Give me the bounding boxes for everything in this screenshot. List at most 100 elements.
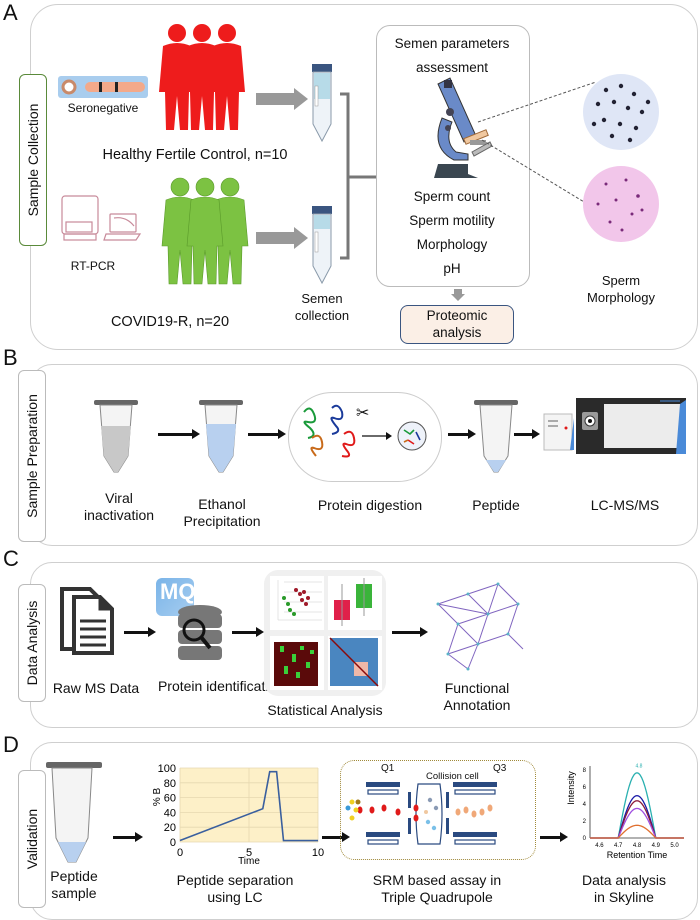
q1-label: Q1 bbox=[381, 763, 395, 774]
arrow-right-icon bbox=[256, 227, 308, 249]
panel-letter-b: B bbox=[3, 345, 18, 370]
magnification-lines bbox=[477, 81, 597, 209]
chromatogram-trace-t3 bbox=[590, 800, 684, 839]
lc-ms-instrument-icon bbox=[543, 398, 686, 454]
gradient-line bbox=[179, 770, 318, 842]
healthy-group-label: Healthy Fertile Control, n=10 bbox=[102, 147, 288, 163]
x-tick-label: 4.8 bbox=[633, 843, 642, 849]
y-tick-label: 100 bbox=[158, 763, 176, 775]
microscope-icon bbox=[434, 77, 493, 178]
network-graph-icon bbox=[436, 582, 524, 671]
step-skyline-analysis: Data analysis in Skyline bbox=[581, 872, 667, 905]
step-ethanol-precipitation: Ethanol Precipitation bbox=[183, 496, 261, 529]
raw-data-documents-icon bbox=[60, 587, 114, 655]
semen-collection-label: Semen collection bbox=[294, 291, 350, 323]
x-axis-label: Time bbox=[238, 856, 260, 867]
arrow-right-icon bbox=[158, 429, 200, 439]
chromatogram-trace-t2 bbox=[590, 794, 684, 839]
step-peptide-sample: Peptide sample bbox=[50, 868, 98, 901]
chromatogram-trace-t4 bbox=[590, 807, 684, 839]
sperm-morphology-label: Sperm Morphology bbox=[587, 273, 655, 305]
step-lc-ms-ms: LC-MS/MS bbox=[590, 497, 660, 513]
arrow-down-icon bbox=[451, 289, 465, 301]
step-peptide-separation: Peptide separation using LC bbox=[176, 872, 294, 905]
arrow-right-icon bbox=[113, 832, 143, 842]
step-srm-assay: SRM based assay in Triple Quadrupole bbox=[372, 872, 502, 905]
arrow-right-icon bbox=[540, 832, 568, 842]
panel-letter-c: C bbox=[3, 546, 19, 571]
x-tick-label: 5 bbox=[246, 847, 252, 859]
sperm-morphology-images bbox=[583, 74, 659, 242]
step-protein-digestion: Protein digestion bbox=[317, 497, 423, 513]
scissors-icon: ✂ bbox=[356, 403, 369, 422]
y-axis-label: Intensity bbox=[566, 771, 576, 805]
stained-sperm-circle-blue bbox=[583, 74, 659, 150]
arrow-right-icon bbox=[248, 429, 286, 439]
healthy-group-people-icon bbox=[159, 24, 245, 130]
y-tick-label: 0 bbox=[583, 836, 587, 842]
x-tick-label: 4.7 bbox=[614, 843, 623, 849]
step-viral-inactivation: Viral inactivation bbox=[83, 490, 155, 523]
panel-d-validation bbox=[30, 742, 698, 920]
covid-group-people-icon bbox=[161, 177, 249, 285]
panel-letter-d: D bbox=[3, 732, 19, 757]
y-tick-label: 4 bbox=[583, 802, 587, 808]
y-axis-label: % B bbox=[152, 788, 163, 807]
side-label-b: Sample Preparation bbox=[18, 370, 46, 542]
arrow-right-icon bbox=[124, 627, 156, 637]
y-tick-label: 0 bbox=[170, 837, 176, 849]
statistical-plots-icon bbox=[270, 576, 382, 690]
step-raw-ms-data: Raw MS Data bbox=[52, 680, 140, 696]
semen-assessment-box bbox=[376, 25, 530, 287]
side-label-c: Data Analysis bbox=[18, 584, 46, 702]
assessment-item: Sperm motility bbox=[409, 213, 495, 228]
side-label-d: Validation bbox=[18, 770, 46, 908]
y-tick-label: 40 bbox=[164, 807, 176, 819]
q3-label: Q3 bbox=[493, 763, 507, 774]
x-tick-label: 4.9 bbox=[652, 843, 661, 849]
assessment-item: pH bbox=[443, 261, 461, 276]
arrow-right-icon bbox=[256, 88, 308, 110]
arrow-right-icon bbox=[232, 627, 264, 637]
arrow-right-icon bbox=[448, 429, 476, 439]
y-tick-label: 20 bbox=[164, 822, 176, 834]
step-peptide: Peptide bbox=[472, 497, 520, 513]
side-label-text: Sample Collection bbox=[25, 103, 41, 217]
rt-pcr-machine-icon bbox=[61, 195, 142, 241]
falcon-tube-icon bbox=[312, 64, 332, 143]
seronegative-test-strip-icon bbox=[58, 76, 148, 98]
y-tick-label: 60 bbox=[164, 793, 176, 805]
assessment-item: Morphology bbox=[416, 237, 488, 252]
panel-b-sample-preparation bbox=[30, 364, 698, 546]
stained-sperm-circle-pink bbox=[583, 166, 659, 242]
assessment-title: Semen parameters assessment bbox=[394, 36, 510, 75]
arrow-right-icon bbox=[392, 627, 428, 637]
side-label-a: Sample Collection bbox=[19, 74, 47, 246]
collision-cell-label: Collision cell bbox=[426, 771, 479, 782]
x-tick-label: 10 bbox=[312, 847, 324, 859]
microtube-blue-icon bbox=[199, 400, 243, 473]
triple-quadrupole-box bbox=[340, 760, 536, 860]
assessment-items: Sperm count Sperm motility Morphology pH bbox=[376, 185, 528, 281]
arrow-right-icon bbox=[514, 429, 540, 439]
step-protein-identification: Protein identification bbox=[157, 678, 285, 694]
peptide-sample-tube-icon bbox=[46, 762, 102, 863]
step-functional-annotation: Functional Annotation bbox=[443, 680, 511, 713]
x-axis-label: Retention Time bbox=[607, 850, 668, 860]
falcon-tube-icon bbox=[312, 206, 332, 285]
x-tick-label: 4.6 bbox=[595, 843, 604, 849]
seronegative-label: Seronegative bbox=[67, 101, 139, 115]
database-search-icon bbox=[178, 605, 222, 660]
x-tick-label: 5.0 bbox=[670, 843, 679, 849]
y-tick-label: 8 bbox=[583, 768, 587, 774]
digestion-ellipse bbox=[288, 392, 442, 482]
microtube-peptide-icon bbox=[474, 400, 518, 473]
x-tick-label: 0 bbox=[177, 847, 183, 859]
arrow-right-icon bbox=[322, 832, 350, 842]
assessment-item: Sperm count bbox=[413, 189, 491, 204]
protein-digestion-icon: ✂ bbox=[303, 403, 427, 458]
y-tick-label: 6 bbox=[583, 785, 587, 791]
proteomic-analysis-box: Proteomic analysis bbox=[400, 305, 514, 344]
